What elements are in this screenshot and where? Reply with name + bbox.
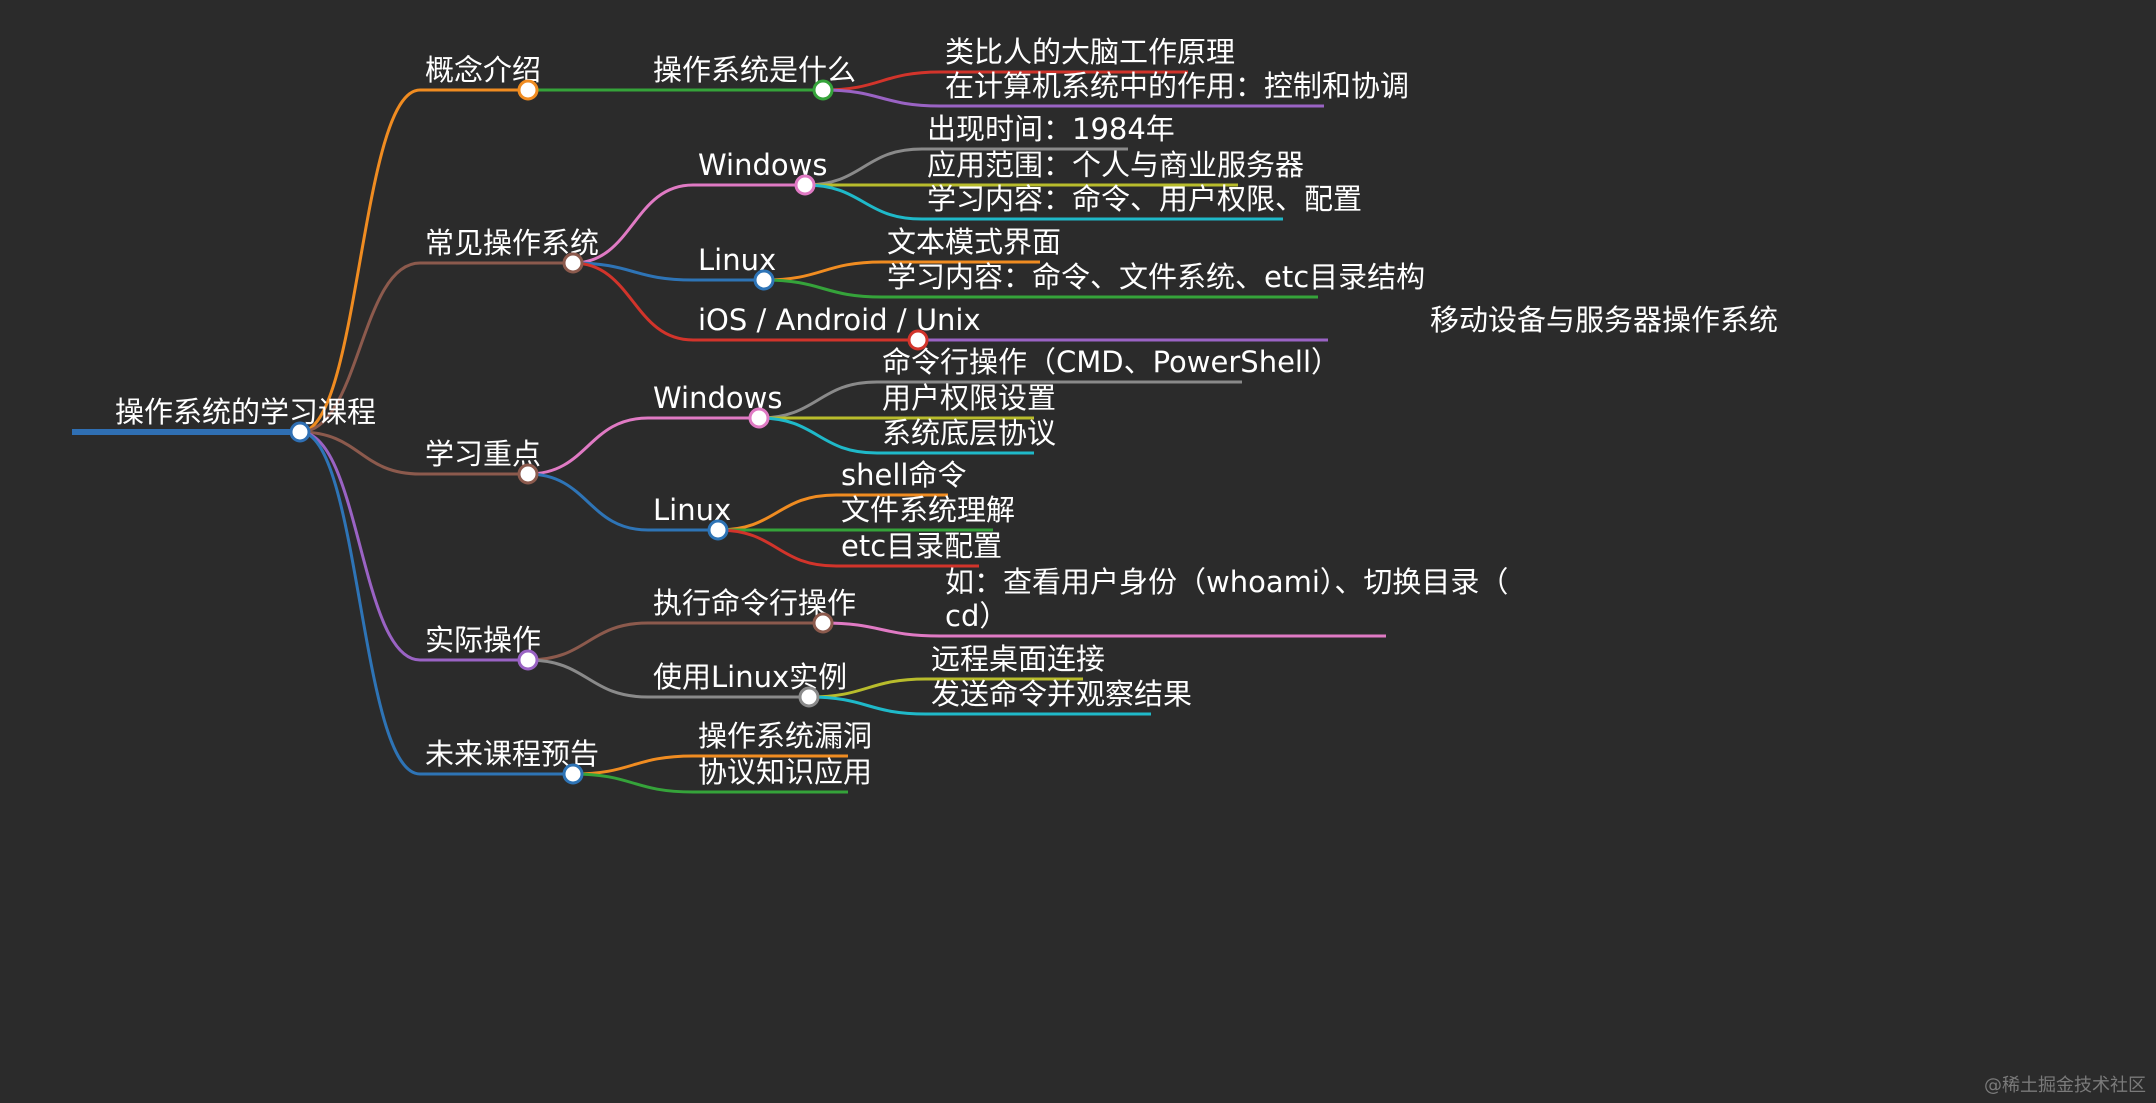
branch-3-child-0-node[interactable] bbox=[812, 612, 834, 634]
branch-0-child-0-node[interactable] bbox=[812, 79, 834, 101]
branch-1-child-1-node[interactable] bbox=[753, 269, 775, 291]
branch-3-child-0-leaf-0-label[interactable]: 如：查看用户身份（whoami）、切换目录（cd） bbox=[945, 565, 1508, 633]
branch-2-child-1-leaf-2-label[interactable]: etc目录配置 bbox=[841, 529, 1002, 563]
branch-3-link bbox=[299, 430, 421, 662]
branch-4-child-1-link bbox=[572, 772, 694, 794]
branch-3-child-0-leaf-0-link bbox=[822, 621, 941, 638]
branch-0-label[interactable]: 概念介绍 bbox=[425, 53, 541, 87]
branch-1-child-1-leaf-0-label[interactable]: 文本模式界面 bbox=[887, 225, 1061, 259]
watermark: @稀土掘金技术社区 bbox=[1984, 1075, 2146, 1096]
branch-1-child-2-link bbox=[572, 261, 694, 342]
branch-2-child-0-leaf-0-label[interactable]: 命令行操作（CMD、PowerShell） bbox=[882, 345, 1340, 379]
branch-2-child-0-link bbox=[527, 416, 649, 476]
branch-3-child-1-leaf-1-link bbox=[808, 695, 927, 716]
branch-2-child-0-leaf-1-label[interactable]: 用户权限设置 bbox=[882, 381, 1056, 415]
branch-0-child-0-leaf-1-link bbox=[822, 88, 941, 108]
branch-1-child-0-leaf-1-label[interactable]: 应用范围：个人与商业服务器 bbox=[927, 148, 1304, 182]
branch-2-child-1-leaf-0-label[interactable]: shell命令 bbox=[841, 458, 966, 492]
root-node[interactable] bbox=[289, 421, 311, 443]
branch-2-child-0-node[interactable] bbox=[748, 407, 770, 429]
branch-4-link bbox=[299, 430, 421, 776]
branch-2-child-0-leaf-2-link bbox=[758, 416, 878, 455]
branch-2-label[interactable]: 学习重点 bbox=[425, 437, 541, 471]
branch-1-link bbox=[299, 261, 421, 434]
branch-3-child-1-label[interactable]: 使用Linux实例 bbox=[653, 660, 847, 694]
branch-0-child-0-leaf-1-label[interactable]: 在计算机系统中的作用：控制和协调 bbox=[945, 69, 1409, 103]
branch-4-child-1-label[interactable]: 协议知识应用 bbox=[698, 755, 872, 789]
branch-1-child-2-node[interactable] bbox=[907, 329, 929, 351]
branch-3-node[interactable] bbox=[517, 649, 539, 671]
branch-3-child-1-link bbox=[527, 658, 649, 699]
branch-1-child-0-leaf-2-label[interactable]: 学习内容：命令、用户权限、配置 bbox=[927, 182, 1362, 216]
branch-1-child-0-node[interactable] bbox=[794, 174, 816, 196]
branch-2-child-1-leaf-2-link bbox=[717, 528, 837, 568]
branch-1-node[interactable] bbox=[562, 252, 584, 274]
branch-2-node[interactable] bbox=[517, 463, 539, 485]
branch-1-child-1-leaf-0-link bbox=[763, 260, 883, 282]
underlines-layer bbox=[72, 70, 1386, 794]
branch-1-child-2-leaf-0-label[interactable]: 移动设备与服务器操作系统 bbox=[1430, 303, 1778, 337]
branch-0-node[interactable] bbox=[517, 79, 539, 101]
branch-0-child-0-leaf-0-label[interactable]: 类比人的大脑工作原理 bbox=[945, 35, 1235, 69]
branch-1-child-0-leaf-0-label[interactable]: 出现时间：1984年 bbox=[927, 112, 1175, 146]
branch-3-label[interactable]: 实际操作 bbox=[425, 623, 541, 657]
nodes-layer bbox=[289, 79, 929, 785]
branch-1-child-1-leaf-1-link bbox=[763, 278, 883, 299]
branch-2-child-1-node[interactable] bbox=[707, 519, 729, 541]
branch-1-child-1-leaf-1-label[interactable]: 学习内容：命令、文件系统、etc目录结构 bbox=[887, 260, 1425, 294]
labels-layer: 操作系统的学习课程概念介绍操作系统是什么类比人的大脑工作原理在计算机系统中的作用… bbox=[115, 35, 1778, 789]
branch-1-child-0-link bbox=[572, 183, 694, 265]
branch-4-node[interactable] bbox=[562, 763, 584, 785]
branch-3-child-1-node[interactable] bbox=[798, 686, 820, 708]
root-title[interactable]: 操作系统的学习课程 bbox=[115, 395, 376, 429]
branch-2-child-1-link bbox=[527, 472, 649, 532]
branch-3-child-1-leaf-1-label[interactable]: 发送命令并观察结果 bbox=[931, 677, 1192, 711]
branch-0-link bbox=[299, 88, 421, 434]
branch-1-child-0-leaf-2-link bbox=[804, 183, 923, 221]
branch-2-child-1-leaf-0-link bbox=[717, 493, 837, 532]
branch-3-child-1-leaf-0-label[interactable]: 远程桌面连接 bbox=[931, 642, 1105, 676]
branch-3-child-0-link bbox=[527, 621, 649, 662]
links-layer bbox=[299, 70, 1035, 794]
branch-1-child-2-label[interactable]: iOS / Android / Unix bbox=[698, 303, 981, 337]
branch-2-child-1-leaf-1-label[interactable]: 文件系统理解 bbox=[841, 493, 1015, 527]
branch-1-child-1-link bbox=[572, 261, 694, 282]
branch-2-link bbox=[299, 430, 421, 476]
branch-2-child-0-leaf-2-label[interactable]: 系统底层协议 bbox=[882, 416, 1056, 450]
branch-4-child-0-label[interactable]: 操作系统漏洞 bbox=[698, 719, 872, 753]
